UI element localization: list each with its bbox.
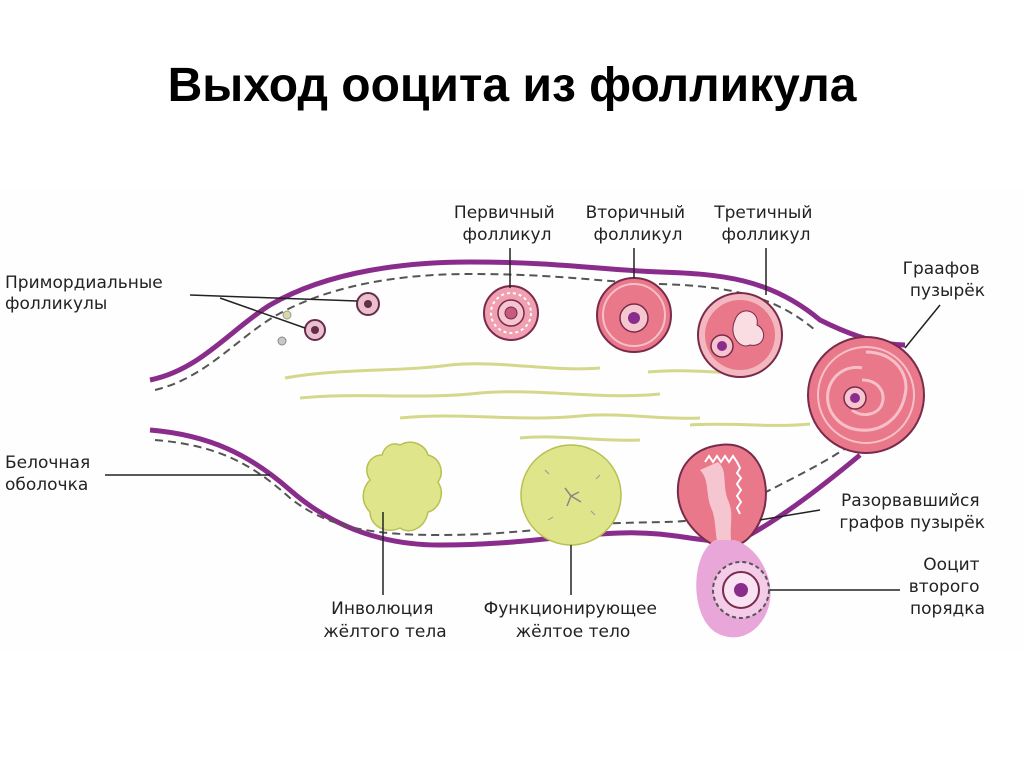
leader-lines [105, 248, 941, 595]
label-secondary: Вторичный фолликул [586, 203, 691, 245]
ovary-inner-dashed-top [154, 272, 816, 391]
involuting-corpus-luteum [362, 441, 442, 532]
primary-follicle [483, 285, 539, 341]
tertiary-follicle [697, 292, 783, 378]
label-ruptured: Разорвавшийся графов пузырёк [839, 491, 985, 533]
page-title: Выход ооцита из фолликула [167, 59, 857, 112]
graafian-follicle [807, 336, 925, 454]
label-involution: Инволюция жёлтого тела [323, 599, 446, 642]
ruptured-follicle [676, 443, 767, 550]
label-graafian: Граафов пузырёк [903, 259, 985, 301]
label-tertiary: Третичный фолликул [713, 203, 818, 245]
primordial-follicles [277, 292, 380, 346]
stroma-fibers [284, 362, 811, 442]
ovary-inner-dashed-bottom [154, 439, 851, 537]
functioning-corpus-luteum [520, 444, 622, 546]
label-primordial: Примордиальные фолликулы [5, 273, 168, 314]
released-oocyte [696, 540, 771, 638]
label-functioning: Функционирующее жёлтое тело [484, 599, 663, 642]
label-tunica: Белочная оболочка [5, 453, 96, 495]
label-primary: Первичный фолликул [454, 203, 560, 245]
secondary-follicle [596, 277, 672, 353]
label-oocyte: Ооцит второго порядка [909, 555, 985, 619]
ovary-outline-top [149, 259, 906, 383]
